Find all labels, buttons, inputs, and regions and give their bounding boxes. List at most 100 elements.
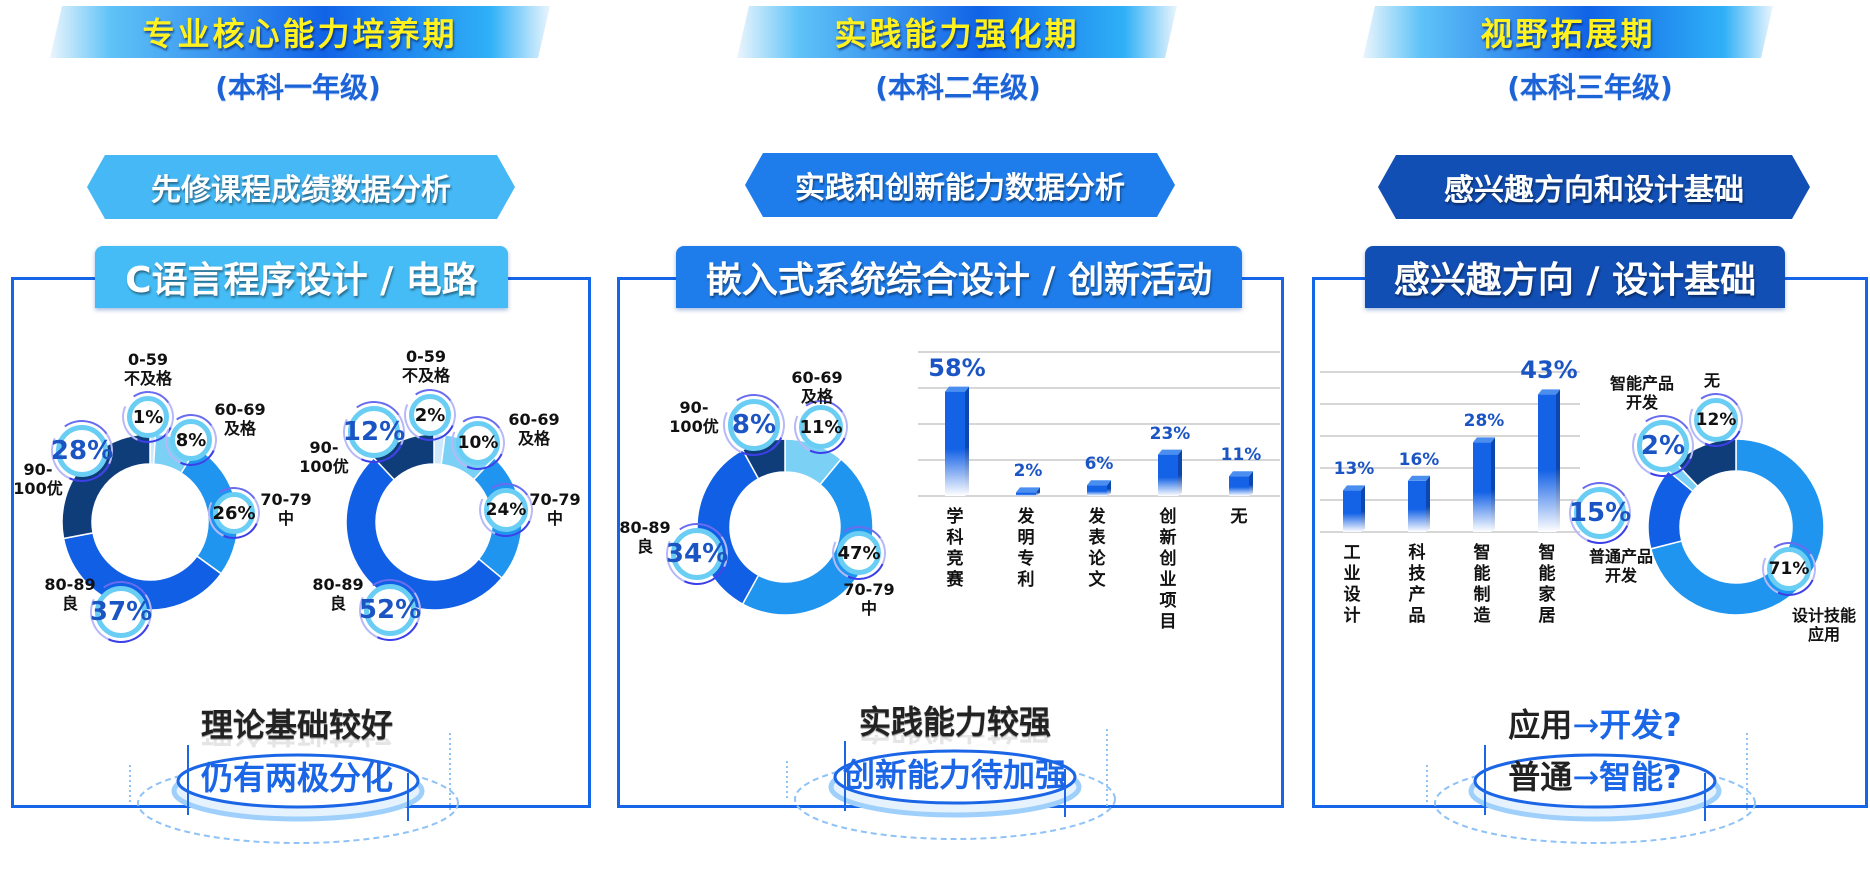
phase-1-conclusion-line1: 理论基础较好 — [200, 706, 393, 744]
phase-2-conclusion-line2: 创新能力待加强 — [842, 756, 1067, 794]
bar-side — [1107, 480, 1111, 496]
label-line1: 60-69 — [214, 400, 266, 419]
label-line1: 设计技能 — [1791, 606, 1856, 625]
bar — [945, 391, 965, 496]
donut-slice — [741, 458, 874, 616]
bar — [1016, 492, 1036, 496]
donut-slice — [1674, 438, 1737, 488]
bar-top — [1229, 471, 1253, 477]
percentage-badge: 52% — [359, 584, 421, 636]
phase-3-title: 视野拓展期 — [1480, 15, 1656, 53]
bar-category-label: 学科竞赛 — [946, 507, 964, 590]
phase-1-title: 专业核心能力培养期 — [142, 15, 458, 53]
label-line1: 0-59 — [127, 350, 169, 369]
gridline — [918, 423, 1280, 425]
bar-side — [1036, 487, 1040, 496]
bar — [1087, 485, 1107, 496]
bar-top — [1538, 389, 1560, 395]
label-line2: 及格 — [517, 429, 550, 448]
bar-top — [1343, 485, 1365, 491]
gridline — [918, 459, 1280, 461]
bar — [1408, 480, 1426, 532]
hex-shape — [745, 153, 1175, 217]
percentage-badge: 15% — [1569, 487, 1631, 539]
bar-category-label: 工业设计 — [1343, 543, 1361, 626]
bar-top — [1408, 475, 1430, 481]
bar-category-label: 发表论文 — [1088, 507, 1106, 590]
bar-side — [1491, 437, 1495, 532]
bar-side — [1426, 475, 1430, 532]
bar-top — [1473, 437, 1495, 443]
label-line2: 及格 — [800, 387, 833, 406]
phase-2-conclusion-line1: 实践能力较强 — [858, 703, 1051, 741]
bar-top — [1016, 487, 1040, 493]
percentage-badge: 10% — [456, 421, 500, 465]
label-line1: 90- — [309, 438, 339, 457]
phase-3-conclusion-line1: 应用→开发? — [1490, 700, 1700, 746]
phase-3-analysis-label: 感兴趣方向和设计基础 — [1444, 173, 1744, 208]
label-line2: 开发 — [1604, 566, 1637, 585]
phase-3-analysis-banner: 感兴趣方向和设计基础 — [1378, 155, 1810, 219]
donut-category-label: 设计技能应用 — [1779, 606, 1869, 644]
label-line1: 90- — [679, 398, 709, 417]
percentage-badge: 2% — [1637, 420, 1689, 472]
label-line2: 中 — [277, 509, 294, 528]
bar-top — [945, 386, 969, 392]
conclusion-to: 智能? — [1599, 758, 1682, 796]
bar — [1473, 442, 1491, 532]
label-line2: 应用 — [1807, 625, 1840, 644]
label-line1: 普通产品 — [1588, 547, 1653, 566]
percentage-badge: 24% — [484, 488, 528, 532]
phase-2-tab: 嵌入式系统综合设计 / 创新活动 — [676, 246, 1242, 308]
phase-1-tab: C语言程序设计 / 电路 — [95, 246, 508, 308]
bar-category-label: 无 — [1230, 507, 1248, 527]
gridline — [1320, 531, 1580, 533]
label-line1: 80-89 — [44, 575, 96, 594]
donut-category-label: 普通产品开发 — [1576, 547, 1666, 585]
hex-shape — [87, 155, 515, 219]
bar-value-label: 2% — [1013, 461, 1043, 482]
label-line2: 良 — [329, 594, 346, 613]
label-line1: 无 — [1703, 371, 1720, 390]
percentage-badge: 12% — [343, 406, 405, 458]
banner-background — [50, 6, 550, 58]
bar-category-label: 智能家居 — [1538, 543, 1556, 626]
bar-side — [1556, 389, 1560, 532]
phase-1-analysis-banner: 先修课程成绩数据分析 — [87, 155, 515, 219]
bar-value-label: 6% — [1084, 454, 1114, 475]
percentage-badge: 28% — [51, 425, 113, 477]
label-line1: 70-79 — [843, 580, 895, 599]
banner-background — [1363, 6, 1773, 58]
percentage-badge: 8% — [728, 399, 780, 451]
label-line2: 100优 — [13, 479, 63, 498]
label-line2: 中 — [546, 509, 563, 528]
percentage-badge: 2% — [409, 394, 451, 436]
bar-top — [1158, 449, 1182, 455]
label-line2: 良 — [636, 537, 653, 556]
arrow-icon: → — [1572, 706, 1600, 744]
percentage-badge: 71% — [1767, 547, 1811, 591]
label-line1: 60-69 — [791, 368, 843, 387]
phase-3-banner: 视野拓展期 — [1363, 6, 1773, 58]
bar — [1229, 476, 1249, 496]
label-line1: 80-89 — [619, 518, 671, 537]
bar — [1343, 490, 1361, 532]
gridline — [1320, 435, 1580, 437]
label-line1: 90- — [23, 460, 53, 479]
label-line1: 0-59 — [405, 347, 447, 366]
label-line1: 60-69 — [508, 410, 560, 429]
conclusion-to: 开发? — [1599, 706, 1682, 744]
donut-category-label: 90-100优 — [0, 460, 83, 498]
percentage-badge: 26% — [212, 492, 256, 534]
bar-category-label: 智能制造 — [1473, 543, 1491, 626]
bar — [1538, 394, 1556, 532]
percentage-badge: 47% — [837, 531, 881, 575]
gridline — [1320, 371, 1580, 373]
